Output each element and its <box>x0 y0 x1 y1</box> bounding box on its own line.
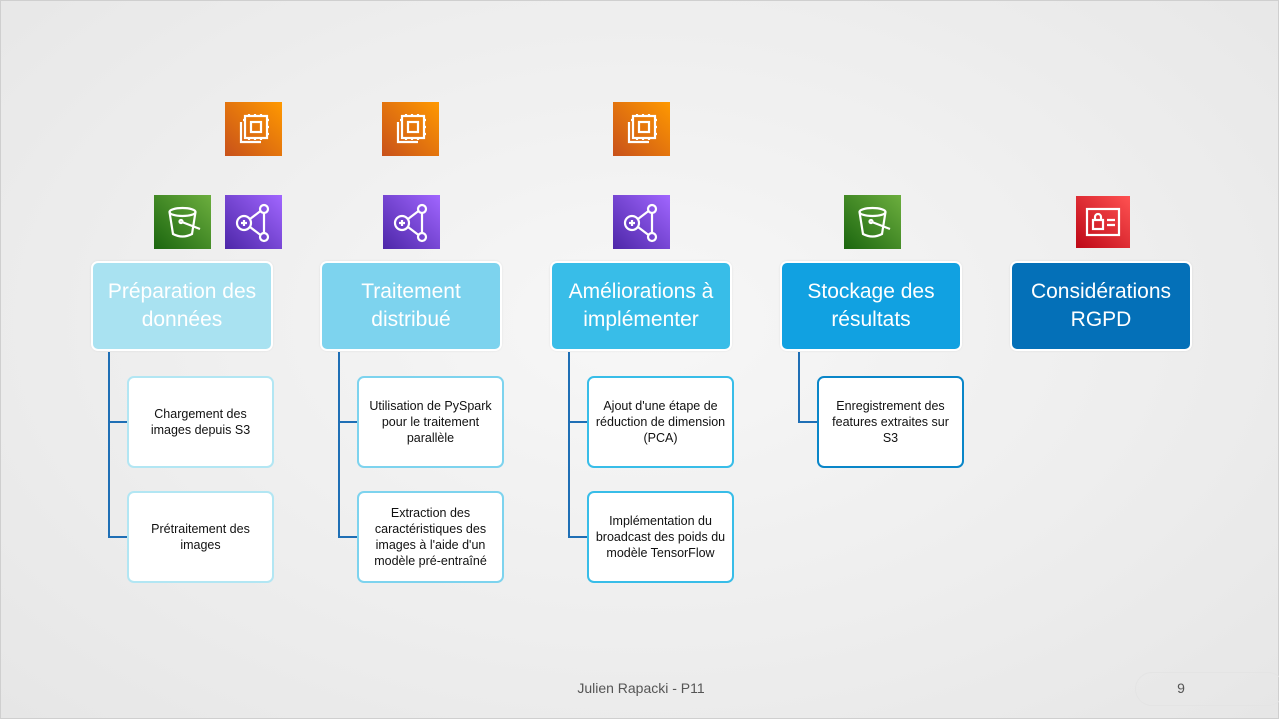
connector-line <box>108 536 127 538</box>
step-functions-icon <box>383 195 440 249</box>
connector-line <box>798 421 817 423</box>
connector-line <box>108 352 110 538</box>
list-item: Ajout d'une étape de réduction de dimens… <box>587 376 734 468</box>
page-number-container <box>1135 672 1279 706</box>
security-card-icon <box>1076 196 1130 248</box>
connector-line <box>108 421 127 423</box>
footer-author: Julien Rapacki - P11 <box>577 680 705 696</box>
column-header-preparation: Préparation des données <box>91 261 273 351</box>
page-number: 9 <box>1177 680 1185 696</box>
connector-line <box>568 421 587 423</box>
ec2-icon <box>613 102 670 156</box>
column-header-traitement: Traitement distribué <box>320 261 502 351</box>
column-header-ameliorations: Améliorations à implémenter <box>550 261 732 351</box>
connector-line <box>338 536 357 538</box>
connector-line <box>568 352 570 538</box>
column-header-stockage: Stockage des résultats <box>780 261 962 351</box>
list-item: Prétraitement des images <box>127 491 274 583</box>
connector-line <box>568 536 587 538</box>
list-item: Chargement des images depuis S3 <box>127 376 274 468</box>
s3-bucket-icon <box>154 195 211 249</box>
connector-line <box>338 421 357 423</box>
list-item: Enregistrement des features extraites su… <box>817 376 964 468</box>
ec2-icon <box>382 102 439 156</box>
s3-bucket-icon <box>844 195 901 249</box>
ec2-icon <box>225 102 282 156</box>
list-item: Extraction des caractéristiques des imag… <box>357 491 504 583</box>
connector-line <box>798 352 800 423</box>
list-item: Utilisation de PySpark pour le traitemen… <box>357 376 504 468</box>
step-functions-icon <box>225 195 282 249</box>
step-functions-icon <box>613 195 670 249</box>
column-header-rgpd: Considérations RGPD <box>1010 261 1192 351</box>
connector-line <box>338 352 340 538</box>
list-item: Implémentation du broadcast des poids du… <box>587 491 734 583</box>
